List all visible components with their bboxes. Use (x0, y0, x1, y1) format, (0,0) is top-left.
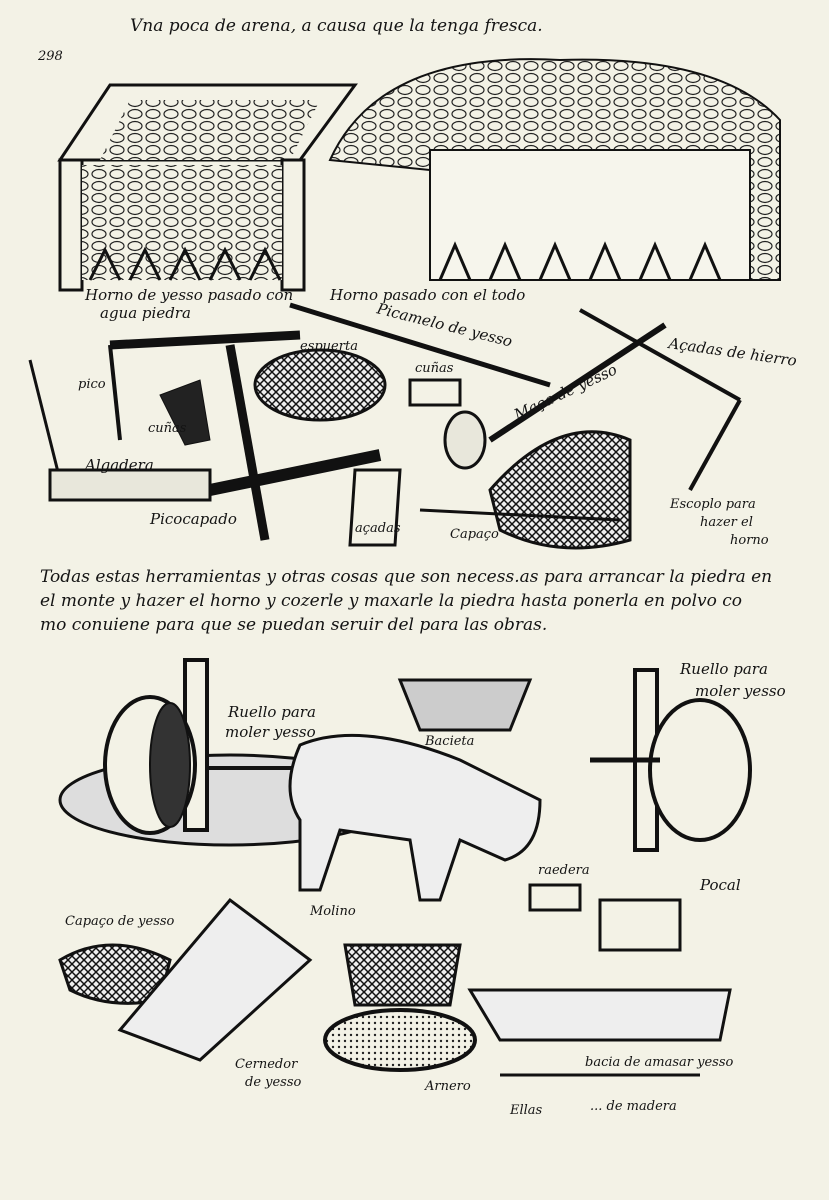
caption-paragraph: Todas estas herramientas y otras cosas q… (40, 565, 800, 637)
label-picocapado: Picocapado (150, 510, 237, 528)
label-arnero: Arnero (425, 1079, 471, 1094)
label-escoplo-3: horno (730, 533, 769, 548)
label-ruello-right: Ruello para (680, 660, 768, 678)
label-cunas-small: cuñas (415, 361, 454, 376)
label-ruello-left: Ruello para (228, 703, 316, 721)
label-kiln-right: Horno pasado con el todo (330, 286, 526, 304)
caption-line: mo conuiene para que se puedan seruir de… (40, 615, 548, 635)
page-number: 298 (38, 49, 63, 64)
label-bacieta: Bacieta (425, 734, 475, 749)
kiln-left-drawing (57, 83, 358, 292)
label-pocal: Pocal (700, 876, 741, 894)
label-spuerta: espuerta (300, 339, 358, 354)
label-escoplo-2: hazer el (700, 515, 753, 530)
label-madera: ... de madera (590, 1099, 677, 1114)
mill-drawing (58, 658, 752, 1077)
label-ruello-left-2: moler yesso (225, 723, 316, 741)
label-bacia: bacia de amasar yesso (585, 1055, 734, 1070)
label-raedera: raedera (538, 863, 590, 878)
label-capazo-yesso: Capaço de yesso (65, 914, 175, 929)
label-molino: Molino (310, 904, 356, 919)
label-algadera: Algadera (85, 456, 154, 474)
caption-line: el monte y hazer el horno y cozerle y ma… (40, 591, 743, 611)
label-cernedor: Cernedor (235, 1057, 298, 1072)
label-escoplo: Escoplo para (670, 497, 756, 512)
label-azadas: açadas (355, 521, 401, 536)
label-cernedor-2: de yesso (245, 1075, 302, 1090)
label-pico: pico (78, 377, 106, 392)
label-cunas: cuñas (148, 421, 187, 436)
label-ellas: Ellas (510, 1103, 543, 1118)
header-line: Vna poca de arena, a causa que la tenga … (130, 16, 543, 36)
label-kiln-left: Horno de yesso pasado con (85, 286, 294, 304)
label-ruello-right-2: moler yesso (695, 682, 786, 700)
label-capazo: Capaço (450, 527, 499, 542)
tools-drawing (28, 302, 742, 550)
caption-line: Todas estas herramientas y otras cosas q… (40, 567, 773, 587)
kiln-right-drawing (328, 58, 781, 281)
label-kiln-left-2: agua piedra (100, 304, 191, 322)
